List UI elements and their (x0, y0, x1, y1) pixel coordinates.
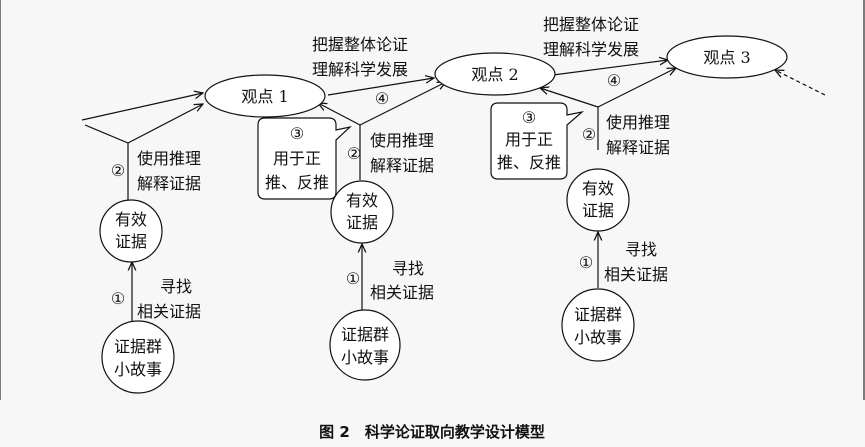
col2-reasoning-line2: 解释证据 (370, 156, 434, 175)
callout-box-2: ③ 用于正 推、反推 (490, 102, 585, 180)
callout-1-line2: 推、反推 (265, 173, 329, 192)
col2-grasp-line2: 理解科学发展 (312, 60, 408, 79)
story-node-1-line2: 小故事 (114, 360, 162, 379)
callout-1-step: ③ (290, 124, 304, 143)
viewpoint-1-label: 观点 1 (241, 87, 288, 106)
col2-step1: ① (346, 269, 360, 288)
col2-step2: ② (347, 144, 361, 163)
col3-find-line1: 寻找 (625, 240, 657, 259)
edge-view2-view3 (552, 60, 668, 76)
edge-in-to-view1 (81, 93, 203, 121)
story-node-2: 证据群 小故事 (329, 309, 401, 381)
col1-find-line2: 相关证据 (137, 302, 201, 321)
evidence-node-1-line1: 有效 (115, 210, 147, 229)
edge-junction2-view2 (359, 82, 446, 126)
edge-continuation-view3 (775, 70, 826, 96)
col1-step2: ② (111, 161, 125, 180)
viewpoint-3: 观点 3 (666, 35, 788, 79)
callout-box-1: ③ 用于正 推、反推 (257, 117, 353, 200)
figure-caption: 图 2 科学论证取向教学设计模型 (319, 423, 545, 441)
edge-junction2-view1 (318, 103, 361, 126)
evidence-node-3-line1: 有效 (582, 179, 614, 198)
story-node-2-line1: 证据群 (341, 325, 389, 344)
story-node-2-line2: 小故事 (341, 348, 389, 367)
col3-reasoning-line1: 使用推理 (606, 113, 670, 132)
evidence-node-1: 有效 证据 (99, 199, 163, 263)
col2-grasp-line1: 把握整体论证 (312, 35, 408, 54)
edge-junction3-view3 (597, 68, 676, 108)
viewpoint-3-label: 观点 3 (703, 48, 750, 67)
col1-reasoning-line2: 解释证据 (137, 174, 201, 193)
evidence-node-3: 有效 证据 (566, 168, 630, 232)
viewpoint-1: 观点 1 (204, 74, 326, 118)
col3-step4: ④ (607, 71, 621, 90)
story-node-3-line2: 小故事 (574, 328, 622, 347)
col2-reasoning-line1: 使用推理 (370, 131, 434, 150)
col1-find-line1: 寻找 (160, 277, 192, 296)
col3-grasp-line1: 把握整体论证 (543, 15, 639, 34)
col3-find-line2: 相关证据 (604, 265, 668, 284)
col3-step2: ② (582, 125, 596, 144)
story-node-3-line1: 证据群 (574, 305, 622, 324)
col1-step1: ① (111, 289, 125, 308)
viewpoint-2-label: 观点 2 (471, 65, 518, 84)
evidence-node-1-line2: 证据 (115, 232, 147, 251)
callout-2-line1: 用于正 (505, 130, 553, 149)
edge-evidence1-view1 (127, 104, 203, 144)
col2-find-line2: 相关证据 (370, 283, 434, 302)
edge-view1-view2 (327, 78, 434, 96)
col2-step4: ④ (375, 89, 389, 108)
evidence-node-2-line1: 有效 (346, 191, 378, 210)
story-node-1-line1: 证据群 (114, 337, 162, 356)
viewpoint-2: 观点 2 (434, 52, 556, 96)
col3-step1: ① (579, 253, 593, 272)
col3-reasoning-line2: 解释证据 (606, 138, 670, 157)
callout-2-step: ③ (522, 108, 536, 127)
callout-1-line1: 用于正 (273, 149, 321, 168)
edge-junction3-view2 (540, 88, 599, 108)
evidence-node-2: 有效 证据 (330, 180, 394, 244)
evidence-node-2-line2: 证据 (346, 213, 378, 232)
edge-left-to-junction1 (84, 124, 129, 144)
callout-2-line2: 推、反推 (497, 153, 561, 172)
story-node-3: 证据群 小故事 (561, 288, 635, 362)
col1-reasoning-line1: 使用推理 (137, 149, 201, 168)
col3-grasp-line2: 理解科学发展 (543, 40, 639, 59)
story-node-1: 证据群 小故事 (101, 320, 175, 394)
evidence-node-3-line2: 证据 (582, 201, 614, 220)
col2-find-line1: 寻找 (392, 259, 424, 278)
